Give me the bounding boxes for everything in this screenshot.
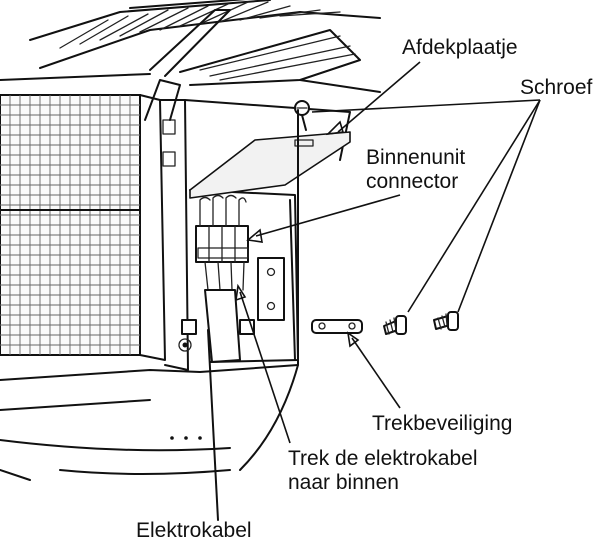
indoor-connector-label-line2: connector <box>366 170 459 194</box>
power-cable <box>181 289 255 521</box>
indoor-connector-label: Binnenunit connector <box>366 146 465 194</box>
strain-relief <box>311 319 363 334</box>
strain-relief-label: Trekbeveiliging <box>372 412 513 435</box>
loose-screws <box>383 311 459 335</box>
power-cable-label: Elektrokabel <box>136 519 252 542</box>
lower-housing <box>0 109 299 481</box>
terminal-compartment <box>184 99 351 363</box>
pull-cable-label-line1: Trek de elektrokabel <box>288 447 478 470</box>
cover-plate-label: Afdekplaatje <box>402 36 518 59</box>
pull-cable-label-line2: naar binnen <box>288 471 399 495</box>
cover-plate <box>189 131 351 199</box>
pull-cable-label: Trek de elektrokabel naar binnen <box>288 447 477 495</box>
filter-mesh <box>0 94 166 361</box>
leader-lines <box>235 61 541 444</box>
screw-label: Schroef <box>520 76 593 99</box>
side-frame <box>144 79 192 371</box>
top-grille <box>0 0 381 93</box>
terminal-block <box>195 194 249 291</box>
indoor-connector-label-line1: Binnenunit <box>366 146 466 169</box>
